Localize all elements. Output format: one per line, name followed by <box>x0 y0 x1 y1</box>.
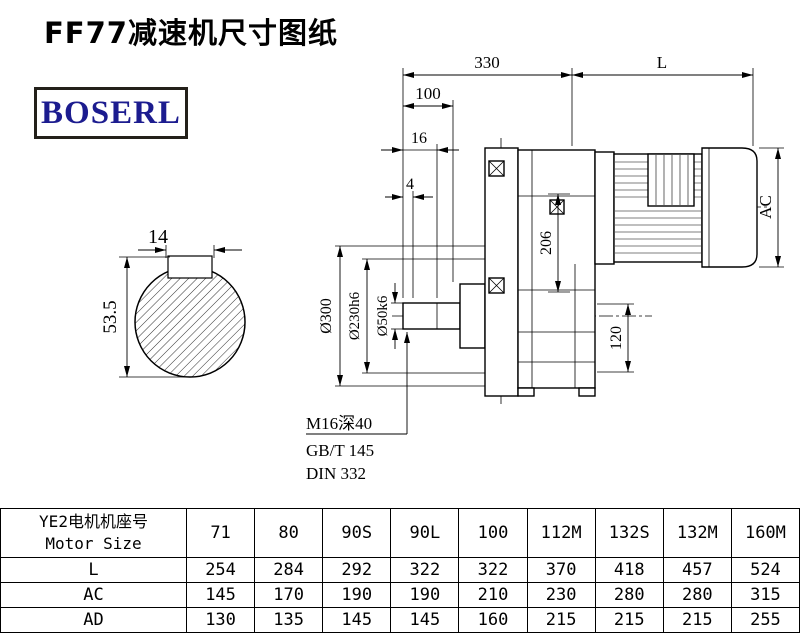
table-cell: 292 <box>322 557 392 583</box>
dim-l-label: L <box>657 53 667 72</box>
gearbox-housing <box>517 149 596 389</box>
table-cell: 135 <box>254 607 324 633</box>
table-cell: 457 <box>662 557 732 583</box>
motor-size-header-cn: YE2电机机座号 <box>39 512 148 532</box>
table-cell: 90L <box>390 508 460 558</box>
table-cell: 100 <box>458 508 528 558</box>
terminal-box-lines <box>655 155 689 205</box>
table-cell: 145 <box>322 607 392 633</box>
table-cell: 80 <box>254 508 324 558</box>
shaft-section-circle <box>134 266 246 378</box>
table-cell: 112M <box>526 508 596 558</box>
output-shaft <box>402 302 461 330</box>
logo-text: BOSERL <box>41 94 181 131</box>
table-cell: 230 <box>526 582 596 608</box>
dim-206-label: 206 <box>538 231 555 255</box>
fan-cover <box>701 147 758 268</box>
dim-ac-label: AC <box>756 195 775 219</box>
motor-size-header-en: Motor Size <box>45 534 142 553</box>
table-cell: 280 <box>662 582 732 608</box>
gearbox-main-view <box>392 138 770 404</box>
dim-keyway-height-label: 53.5 <box>100 300 121 333</box>
table-cell: 90S <box>322 508 392 558</box>
table-cell: 132M <box>662 508 732 558</box>
table-cell: 130 <box>185 607 256 633</box>
dim-keyway-width-label: 14 <box>148 226 168 248</box>
shaft-section-view: 14 53.5 <box>100 226 246 378</box>
note-gb-label: GB/T 145 <box>306 441 374 460</box>
table-header-row: YE2电机机座号 Motor Size 71 80 90S 90L 100 11… <box>0 508 800 558</box>
dimension-table: YE2电机机座号 Motor Size 71 80 90S 90L 100 11… <box>0 508 800 633</box>
dim-100-label: 100 <box>415 84 441 103</box>
table-cell: 524 <box>730 557 800 583</box>
row-label-cell: AD <box>0 607 187 633</box>
thread-notes: M16深40 GB/T 145 DIN 332 <box>306 332 410 483</box>
table-cell: 160 <box>458 607 528 633</box>
table-cell: 322 <box>458 557 528 583</box>
table-cell: 145 <box>185 582 256 608</box>
table-cell: 315 <box>730 582 800 608</box>
dim-dia230-label: Ø230h6 <box>347 291 363 340</box>
table-cell: 190 <box>322 582 392 608</box>
dimension-lines: 330 L 100 16 4 Ø300 Ø230h6 <box>318 53 784 387</box>
table-row-ad: AD 130 135 145 145 160 215 215 215 255 <box>0 607 800 633</box>
table-cell: 418 <box>594 557 664 583</box>
dim-120-label: 120 <box>608 326 625 350</box>
dim-330-label: 330 <box>474 53 500 72</box>
table-cell: 215 <box>526 607 596 633</box>
dim-4-label: 4 <box>406 176 414 193</box>
table-cell: 215 <box>594 607 664 633</box>
table-cell: 190 <box>390 582 460 608</box>
table-cell: 215 <box>662 607 732 633</box>
motor-terminal-box <box>647 153 695 207</box>
mounting-flange <box>484 147 519 397</box>
table-cell: 322 <box>390 557 460 583</box>
table-row-l: L 254 284 292 322 322 370 418 457 524 <box>0 557 800 583</box>
note-din-label: DIN 332 <box>306 464 366 483</box>
boserl-logo: BOSERL <box>34 87 188 139</box>
dim-16-label: 16 <box>411 130 427 147</box>
dim-dia50-label: Ø50k6 <box>375 295 391 336</box>
table-cell: 255 <box>730 607 800 633</box>
motor-adapter <box>594 151 615 265</box>
note-tap-label: M16深40 <box>306 414 372 433</box>
table-cell: 170 <box>254 582 324 608</box>
keyway-notch <box>167 255 213 279</box>
table-cell: 132S <box>594 508 664 558</box>
table-cell: 210 <box>458 582 528 608</box>
page-title: FF77减速机尺寸图纸 <box>44 16 338 50</box>
table-cell: 71 <box>185 508 256 558</box>
table-cell: 280 <box>594 582 664 608</box>
table-cell: 160M <box>730 508 800 558</box>
table-cell: 370 <box>526 557 596 583</box>
bearing-boss <box>459 283 486 349</box>
table-cell: 145 <box>390 607 460 633</box>
row-label-cell: AC <box>0 582 187 608</box>
dim-dia300-label: Ø300 <box>318 298 335 334</box>
table-row-ac: AC 145 170 190 190 210 230 280 280 315 <box>0 582 800 608</box>
row-label-cell: L <box>0 557 187 583</box>
table-cell: 284 <box>254 557 324 583</box>
motor-size-header-cell: YE2电机机座号 Motor Size <box>0 508 187 558</box>
technical-drawing: 14 53.5 <box>100 53 784 483</box>
table-cell: 254 <box>185 557 256 583</box>
